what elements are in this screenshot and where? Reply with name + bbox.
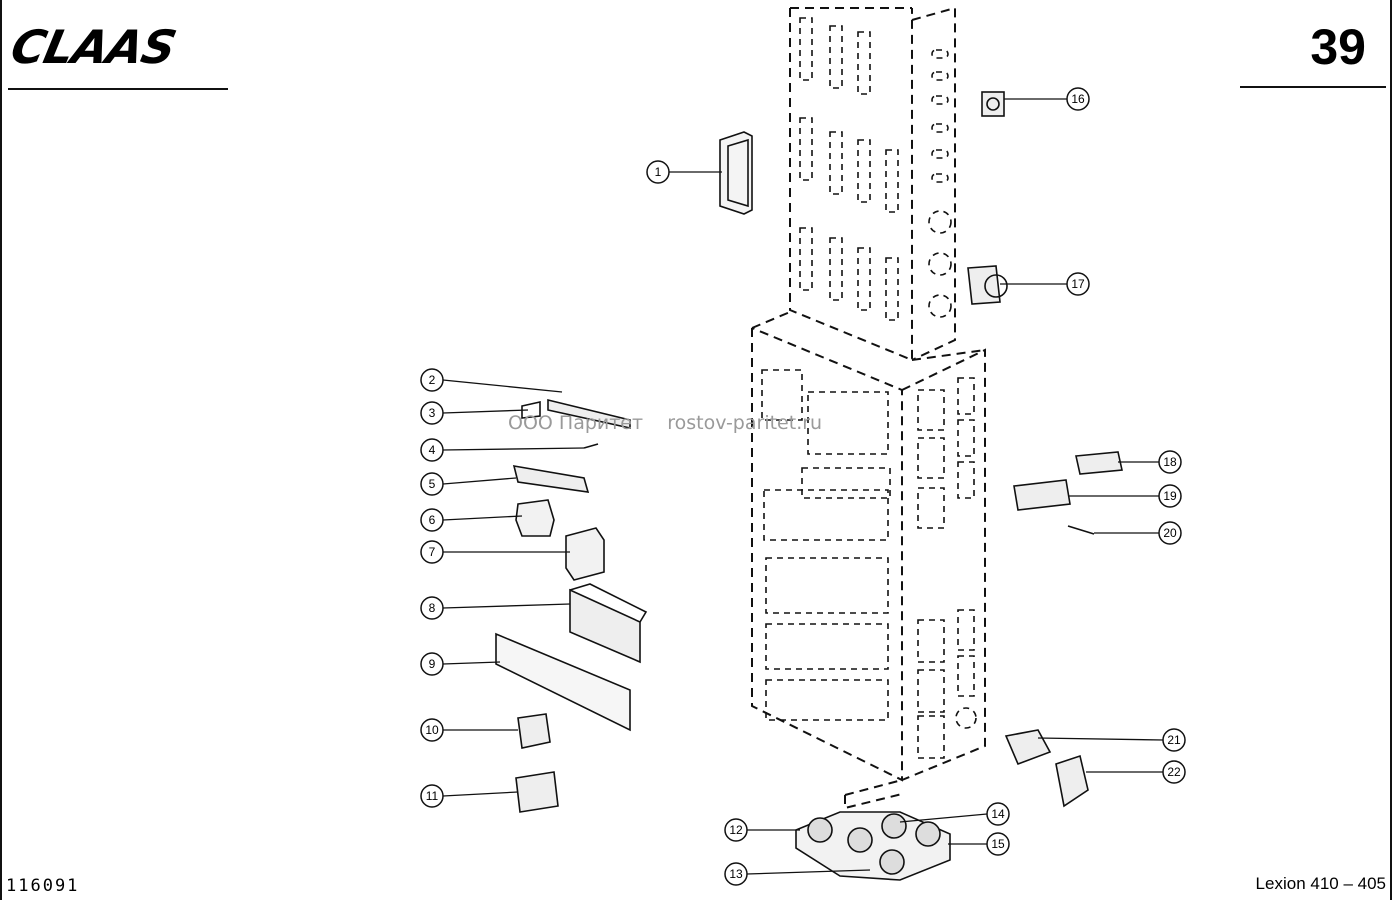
leader-line-21 — [1037, 737, 1164, 741]
callout-label-20: 20 — [1163, 526, 1177, 540]
watermark-text: ООО Паритет rostov-paritet.ru — [508, 412, 823, 434]
control-box-cutouts — [761, 17, 977, 759]
control-box-outline — [751, 6, 986, 810]
callout-label-8: 8 — [429, 601, 436, 615]
callout-circle-11 — [420, 784, 444, 808]
callout-circle-17 — [1066, 272, 1090, 296]
component-parts — [495, 91, 1123, 881]
callout-circle-21 — [1162, 728, 1186, 752]
callout-label-10: 10 — [425, 723, 439, 737]
callout-label-3: 3 — [429, 406, 436, 420]
callout-label-12: 12 — [729, 823, 743, 837]
callout-label-22: 22 — [1167, 765, 1181, 779]
callout-circle-16 — [1066, 87, 1090, 111]
callout-circle-8 — [420, 596, 444, 620]
leader-line-4 — [442, 447, 585, 451]
callout-circle-19 — [1158, 484, 1182, 508]
leader-line-9 — [442, 661, 501, 665]
callout-label-16: 16 — [1071, 92, 1085, 106]
callout-circle-4 — [420, 438, 444, 462]
callout-circle-3 — [420, 401, 444, 425]
callout-circle-20 — [1158, 521, 1182, 545]
callout-label-17: 17 — [1071, 277, 1085, 291]
callout-label-6: 6 — [429, 513, 436, 527]
leader-line-14 — [899, 813, 988, 823]
header-rule-left — [8, 88, 228, 90]
callout-label-1: 1 — [655, 165, 662, 179]
page-number: 39 — [1310, 19, 1366, 75]
callout-label-15: 15 — [991, 837, 1005, 851]
callout-label-7: 7 — [429, 545, 436, 559]
callout-label-4: 4 — [429, 443, 436, 457]
callout-label-13: 13 — [729, 867, 743, 881]
leader-line-3 — [442, 409, 529, 414]
leader-line-5 — [442, 477, 517, 485]
frame-right-edge — [1390, 0, 1392, 900]
leader-line-13 — [746, 869, 871, 875]
callout-label-19: 19 — [1163, 489, 1177, 503]
callout-circle-9 — [420, 652, 444, 676]
document-id: 116091 — [6, 876, 80, 896]
callout-label-2: 2 — [429, 373, 436, 387]
callout-label-18: 18 — [1163, 455, 1177, 469]
callout-label-21: 21 — [1167, 733, 1181, 747]
callout-circle-6 — [420, 508, 444, 532]
callout-circle-15 — [986, 832, 1010, 856]
callout-circle-2 — [420, 368, 444, 392]
callout-label-5: 5 — [429, 477, 436, 491]
callout-circle-12 — [724, 818, 748, 842]
leader-line-6 — [442, 515, 523, 521]
leader-line-11 — [442, 791, 519, 797]
callout-circle-5 — [420, 472, 444, 496]
leader-line-2 — [442, 379, 563, 393]
leader-lines — [442, 98, 1164, 875]
header-rule-right — [1240, 86, 1386, 88]
callout-circle-22 — [1162, 760, 1186, 784]
callout-label-11: 11 — [426, 789, 439, 803]
callout-circle-14 — [986, 802, 1010, 826]
callout-label-9: 9 — [429, 657, 436, 671]
leader-line-8 — [442, 603, 571, 609]
callout-circle-18 — [1158, 450, 1182, 474]
callout-circle-1 — [646, 160, 670, 184]
callout-circle-10 — [420, 718, 444, 742]
model-label: Lexion 410 – 405 — [1255, 874, 1386, 893]
callout-label-14: 14 — [991, 807, 1005, 821]
callout-circle-13 — [724, 862, 748, 886]
frame-left-edge — [0, 0, 2, 900]
callout-circle-7 — [420, 540, 444, 564]
